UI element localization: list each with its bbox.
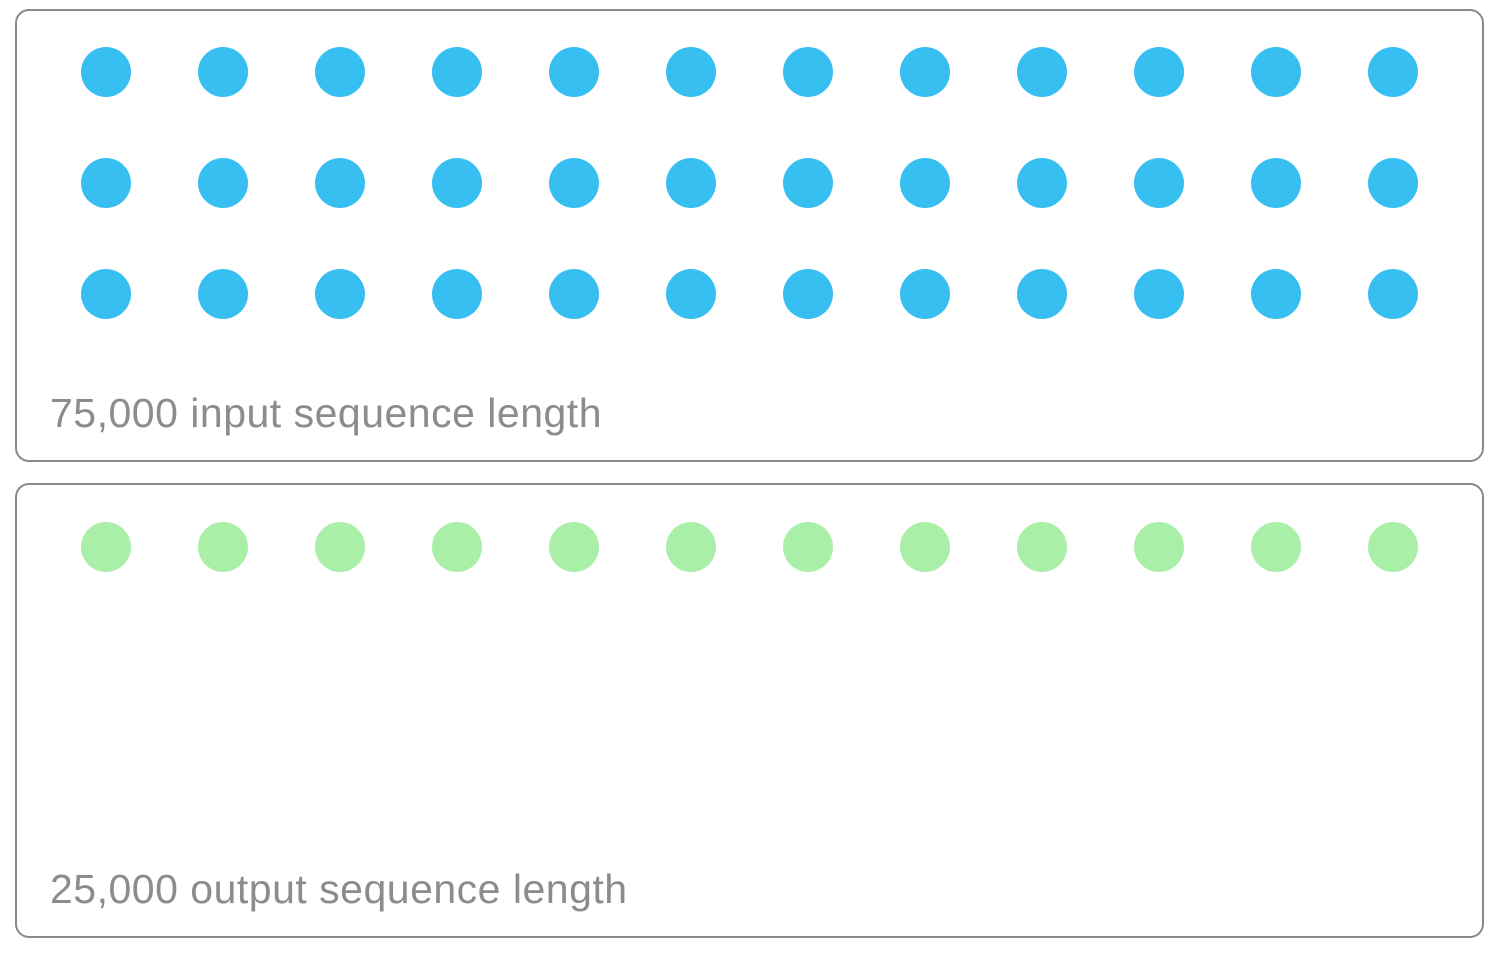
output-token-dot <box>1251 522 1301 572</box>
input-token-dot <box>1017 158 1067 208</box>
input-token-dot <box>315 47 365 97</box>
input-token-dot <box>198 158 248 208</box>
input-token-dot <box>1251 158 1301 208</box>
input-token-dot <box>81 269 131 319</box>
input-token-dot <box>81 158 131 208</box>
input-dot-row <box>81 47 1418 97</box>
input-token-dot <box>432 158 482 208</box>
input-dot-row <box>81 269 1418 319</box>
input-token-dot <box>1368 158 1418 208</box>
input-token-dot <box>432 47 482 97</box>
output-caption: 25,000 output sequence length <box>50 865 628 912</box>
output-token-dot <box>315 522 365 572</box>
input-token-dot <box>1017 47 1067 97</box>
output-sequence-panel: 25,000 output sequence length <box>15 483 1484 938</box>
input-dot-row <box>81 158 1418 208</box>
output-token-dot <box>81 522 131 572</box>
input-token-dot <box>666 47 716 97</box>
input-token-dot <box>900 47 950 97</box>
input-token-dot <box>1251 269 1301 319</box>
output-token-dot <box>1017 522 1067 572</box>
output-token-dot <box>1134 522 1184 572</box>
output-dot-row <box>81 522 1418 572</box>
input-token-dot <box>666 158 716 208</box>
input-token-dot <box>1134 269 1184 319</box>
input-token-dot <box>549 47 599 97</box>
input-token-dot <box>783 47 833 97</box>
input-token-dot <box>432 269 482 319</box>
input-token-dot <box>81 47 131 97</box>
input-token-dot <box>315 158 365 208</box>
input-sequence-panel: 75,000 input sequence length <box>15 9 1484 462</box>
output-token-dot <box>900 522 950 572</box>
input-token-dot <box>1368 47 1418 97</box>
input-token-dot <box>315 269 365 319</box>
input-token-dot <box>198 47 248 97</box>
input-token-dot <box>666 269 716 319</box>
output-token-dot <box>666 522 716 572</box>
input-token-dot <box>549 158 599 208</box>
output-token-dot <box>198 522 248 572</box>
output-token-dot <box>1368 522 1418 572</box>
input-token-dot <box>198 269 248 319</box>
input-dot-grid <box>17 11 1482 319</box>
input-token-dot <box>1017 269 1067 319</box>
output-token-dot <box>549 522 599 572</box>
input-token-dot <box>783 158 833 208</box>
input-token-dot <box>549 269 599 319</box>
output-token-dot <box>783 522 833 572</box>
input-token-dot <box>1134 47 1184 97</box>
input-token-dot <box>783 269 833 319</box>
input-token-dot <box>1368 269 1418 319</box>
input-token-dot <box>900 158 950 208</box>
output-dot-grid <box>17 485 1482 572</box>
input-caption: 75,000 input sequence length <box>50 389 603 436</box>
input-token-dot <box>1251 47 1301 97</box>
input-token-dot <box>1134 158 1184 208</box>
output-token-dot <box>432 522 482 572</box>
input-token-dot <box>900 269 950 319</box>
